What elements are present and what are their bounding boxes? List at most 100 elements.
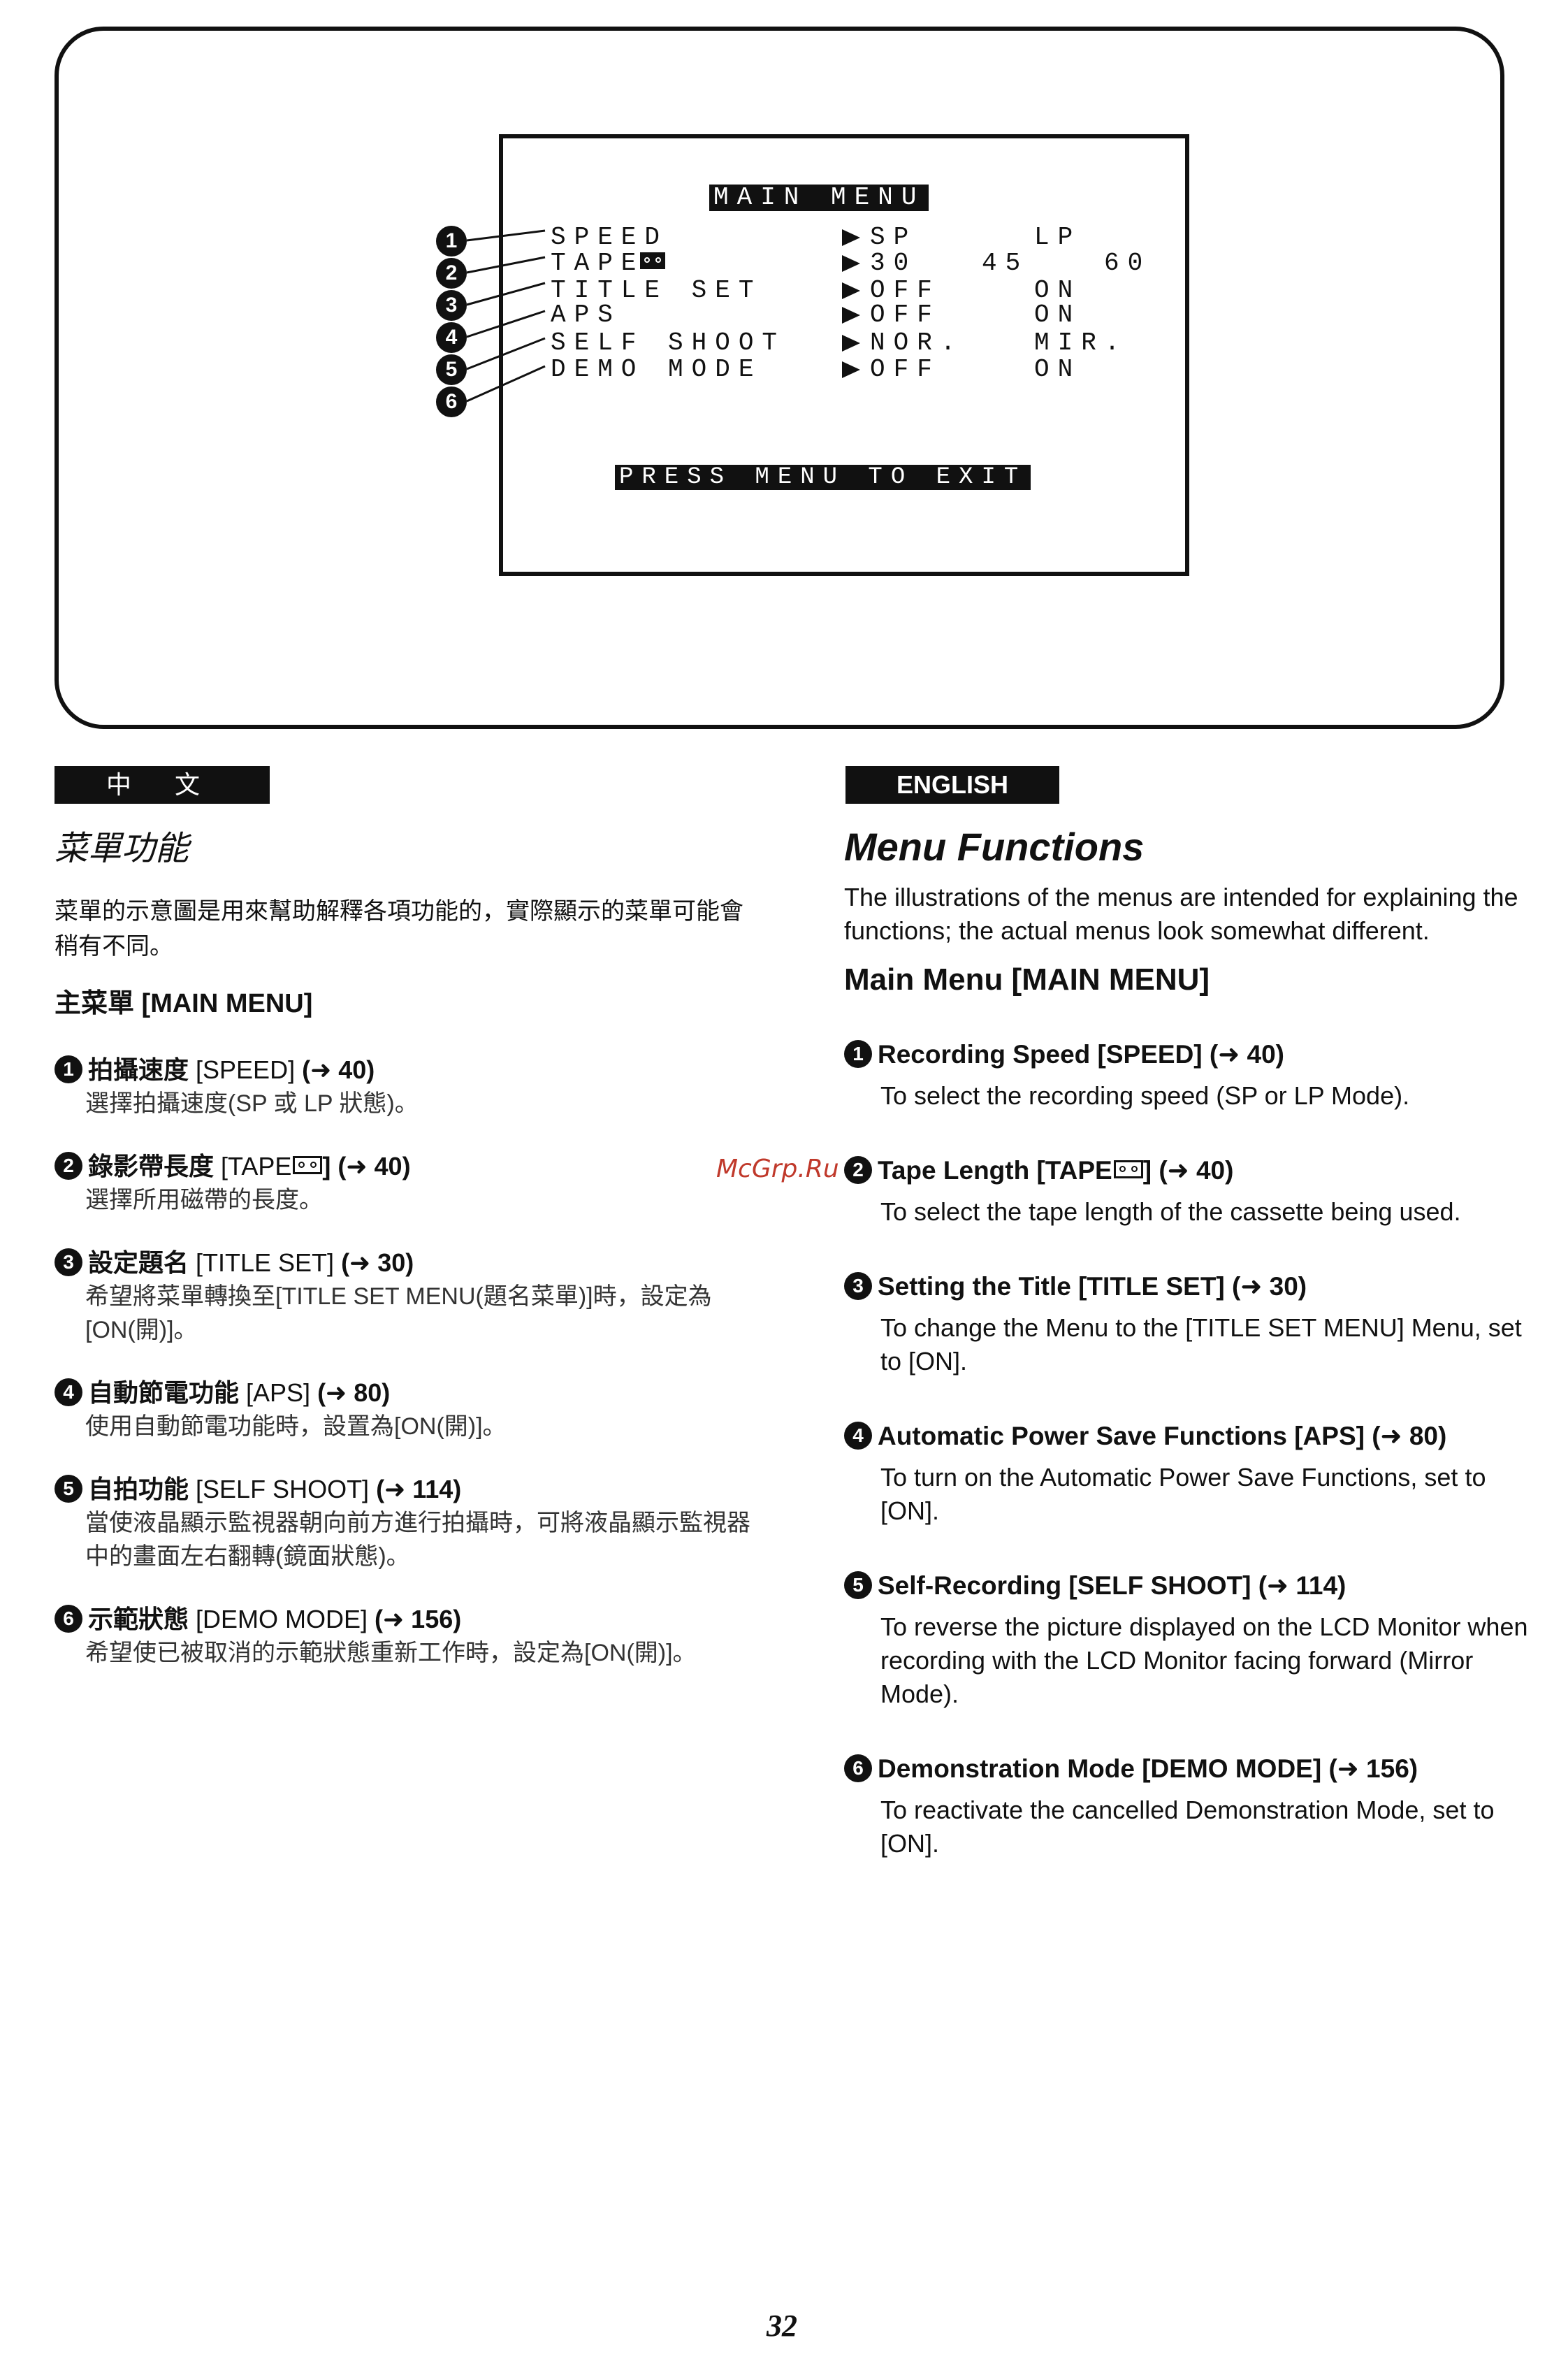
item-description: To reactivate the cancelled Demonstratio…	[880, 1796, 1495, 1858]
menu-row-label: DEMO MODE	[551, 355, 762, 384]
item-heading: 錄影帶長度	[88, 1152, 215, 1180]
menu-row-option: 60	[1104, 249, 1152, 277]
english-column: Menu Functions The illustrations of the …	[844, 825, 1529, 1901]
chinese-section-label: 中 文	[55, 766, 270, 804]
item-number: 2	[55, 1152, 82, 1180]
item-number: 1	[844, 1040, 872, 1069]
item-page-ref: (➜ 40)	[302, 1055, 375, 1084]
item-page-ref: (➜ 114)	[376, 1475, 462, 1503]
english-section-label: ENGLISH	[845, 766, 1059, 804]
menu-row-option: 30	[870, 249, 917, 277]
menu-row-option: OFF	[870, 276, 941, 305]
item-heading: 拍攝速度	[88, 1055, 189, 1084]
item-heading: Tape Length [TAPE	[878, 1156, 1112, 1185]
item-page-ref: (➜ 30)	[341, 1248, 414, 1277]
selected-arrow-icon	[842, 335, 860, 352]
menu-row-speed: SPEED SP LP	[0, 224, 1568, 251]
item-heading-tag: [SELF SHOOT]	[189, 1475, 377, 1503]
item-description: 選擇拍攝速度(SP 或 LP 狀態)。	[85, 1090, 419, 1117]
menu-row-label: TAPE	[551, 249, 645, 277]
selected-arrow-icon	[842, 229, 860, 246]
selected-arrow-icon	[842, 361, 860, 378]
menu-row-title-set: TITLE SET OFF ON	[0, 277, 1568, 304]
item-number: 5	[844, 1571, 872, 1600]
menu-row-option: 45	[982, 249, 1029, 277]
item-heading-tag: [APS]	[239, 1378, 318, 1407]
item-heading-tag: [TITLE SET]	[189, 1248, 342, 1277]
item-description: To turn on the Automatic Power Save Func…	[880, 1463, 1486, 1525]
item-number: 6	[55, 1605, 82, 1633]
item-heading: 自動節電功能	[88, 1378, 240, 1407]
chinese-column: 菜單功能 菜單的示意圖是用來幫助解釋各項功能的，實際顯示的菜單可能會稍有不同。 …	[55, 828, 753, 1699]
item-number: 3	[55, 1248, 82, 1277]
item-heading-tail: ] (➜ 40)	[1142, 1156, 1234, 1185]
menu-row-label: APS	[551, 301, 621, 329]
item-heading: Self-Recording [SELF SHOOT] (➜ 114)	[878, 1571, 1346, 1600]
selected-arrow-icon	[842, 282, 860, 299]
cassette-icon	[293, 1156, 323, 1175]
item-description: 希望使已被取消的示範狀態重新工作時，設定為[ON(開)]。	[85, 1640, 697, 1666]
press-menu-to-exit: PRESS MENU TO EXIT	[615, 465, 1031, 490]
item-description: 使用自動節電功能時，設置為[ON(開)]。	[85, 1413, 507, 1440]
chinese-intro: 菜單的示意圖是用來幫助解釋各項功能的，實際顯示的菜單可能會稍有不同。	[55, 898, 743, 960]
menu-row-label: TITLE SET	[551, 276, 762, 305]
item-heading: Recording Speed [SPEED] (➜ 40)	[878, 1040, 1284, 1069]
menu-row-option: ON	[1034, 276, 1082, 305]
menu-row-aps: APS OFF ON	[0, 302, 1568, 328]
menu-row-option: LP	[1034, 223, 1082, 252]
item-description: To select the recording speed (SP or LP …	[880, 1081, 1410, 1110]
english-title: Menu Functions	[844, 825, 1145, 869]
menu-title: MAIN MENU	[709, 185, 929, 211]
selected-arrow-icon	[842, 255, 860, 272]
diagram-frame	[55, 27, 1504, 729]
item-description: 希望將菜單轉換至[TITLE SET MENU(題名菜單)]時，設定為[ON(開…	[85, 1283, 712, 1343]
item-description: 當使液晶顯示監視器朝向前方進行拍攝時，可將液晶顯示監視器中的畫面左右翻轉(鏡面狀…	[85, 1510, 750, 1570]
menu-row-label: SELF SHOOT	[551, 328, 786, 357]
menu-row-option: SP	[870, 223, 917, 252]
item-heading: Automatic Power Save Functions [APS] (➜ …	[878, 1422, 1447, 1450]
item-page-ref: ] (➜ 40)	[322, 1152, 411, 1180]
item-description: 選擇所用磁帶的長度。	[85, 1187, 323, 1213]
item-heading-tag: [SPEED]	[189, 1055, 303, 1084]
menu-row-option: OFF	[870, 355, 941, 384]
menu-row-demo-mode: DEMO MODE OFF ON	[0, 356, 1568, 383]
page-number: 32	[767, 2309, 797, 2343]
menu-row-tape: TAPE 30 45 60	[0, 250, 1568, 277]
menu-row-label: SPEED	[551, 223, 669, 252]
menu-row-option: MIR.	[1034, 328, 1128, 357]
item-description: To reverse the picture displayed on the …	[880, 1612, 1528, 1708]
item-heading-tag: [TAPE	[214, 1152, 292, 1180]
english-intro: The illustrations of the menus are inten…	[844, 883, 1518, 945]
menu-row-option: ON	[1034, 301, 1082, 329]
item-number: 1	[55, 1055, 82, 1084]
item-description: To change the Menu to the [TITLE SET MEN…	[880, 1313, 1522, 1375]
item-heading: 自拍功能	[88, 1475, 189, 1503]
item-number: 4	[55, 1378, 82, 1407]
menu-row-self-shoot: SELF SHOOT NOR. MIR.	[0, 330, 1568, 356]
item-page-ref: (➜ 80)	[317, 1378, 391, 1407]
item-number: 2	[844, 1156, 872, 1185]
english-subheading: Main Menu [MAIN MENU]	[844, 962, 1210, 997]
item-heading: Setting the Title [TITLE SET] (➜ 30)	[878, 1272, 1307, 1301]
chinese-subheading: 主菜單 [MAIN MENU]	[55, 989, 313, 1018]
item-heading: 設定題名	[88, 1248, 189, 1277]
menu-row-option: NOR.	[870, 328, 964, 357]
menu-row-option: OFF	[870, 301, 941, 329]
watermark[interactable]: McGrp.Ru	[716, 1155, 839, 1183]
item-number: 4	[844, 1422, 872, 1450]
item-number: 5	[55, 1475, 82, 1503]
selected-arrow-icon	[842, 307, 860, 324]
menu-row-option: ON	[1034, 355, 1082, 384]
item-page-ref: (➜ 156)	[375, 1605, 462, 1633]
item-number: 6	[844, 1754, 872, 1783]
